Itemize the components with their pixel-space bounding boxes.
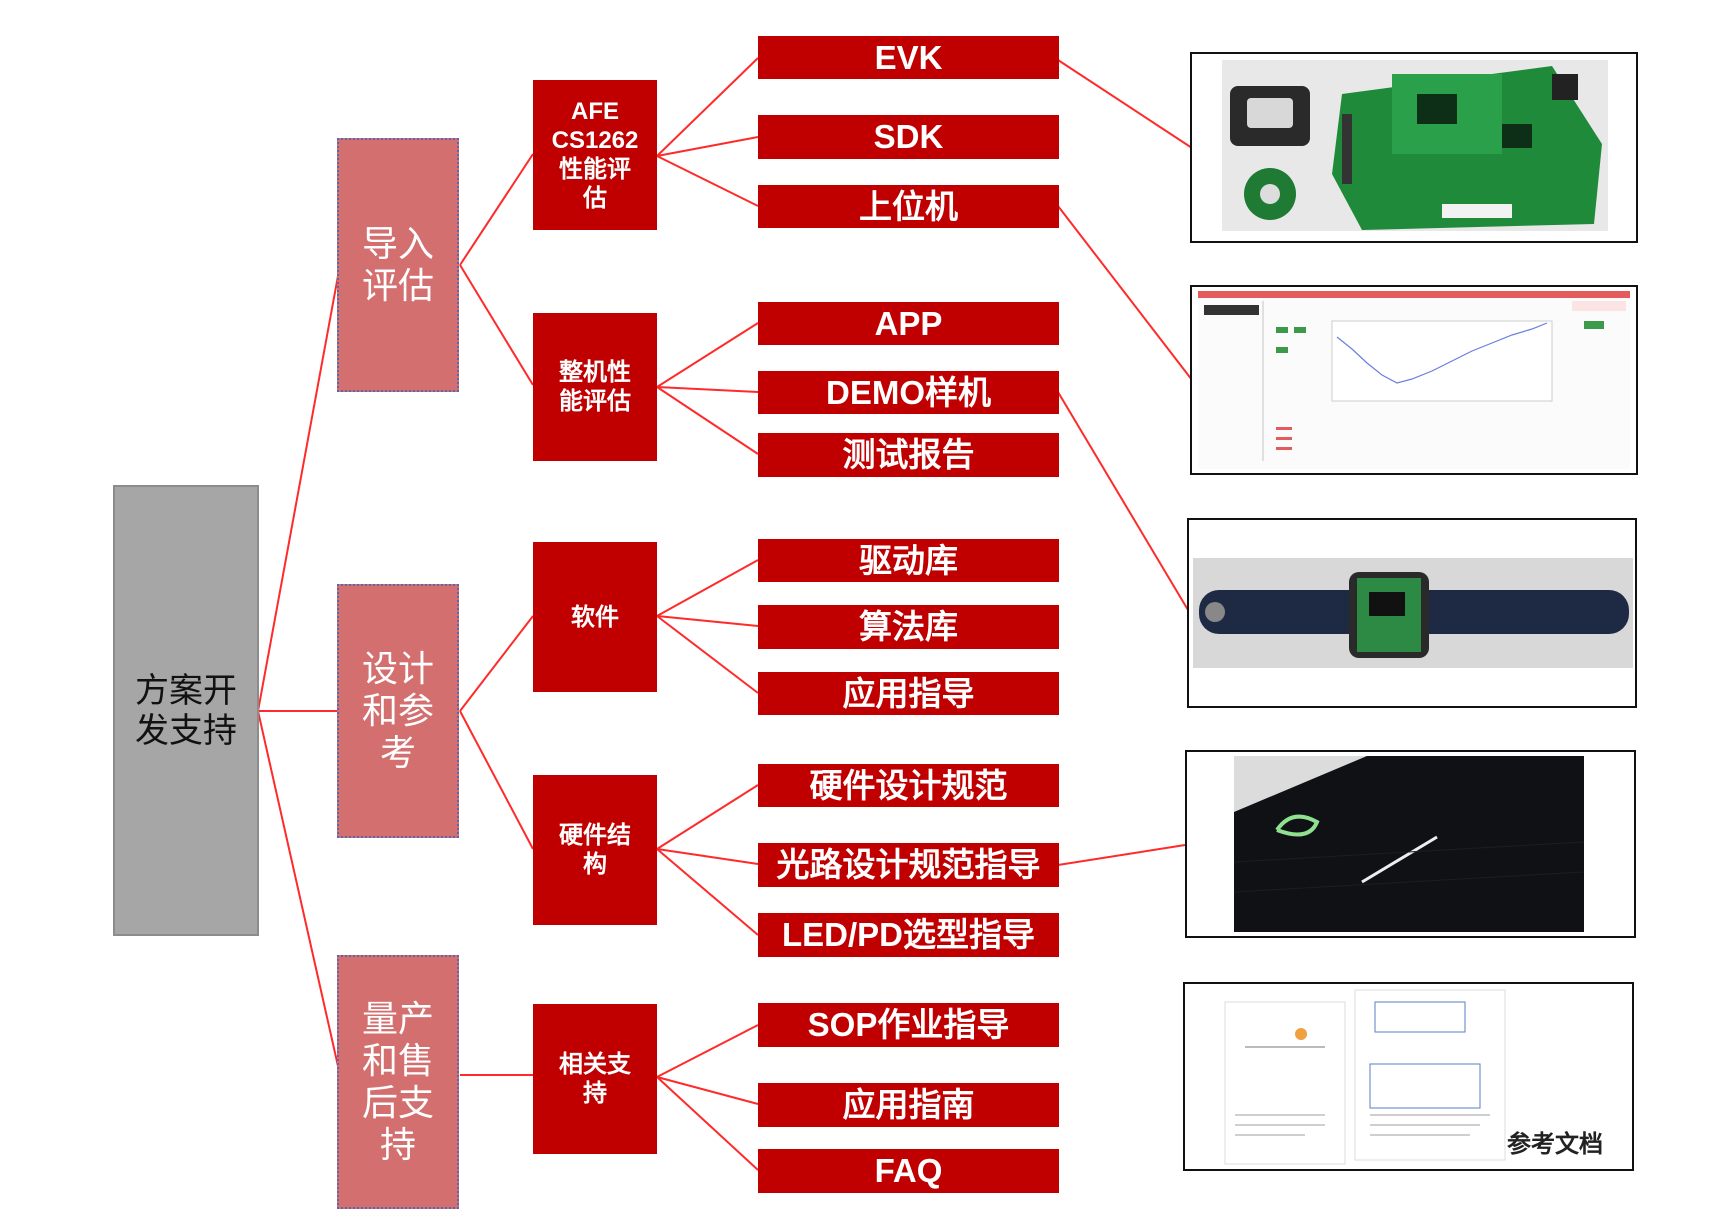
connector-grp1-evk xyxy=(656,57,759,157)
root-node: 方案开 发支持 xyxy=(113,485,259,936)
leaf-application-guide: 应用指导 xyxy=(758,672,1059,715)
connector-grp2-app xyxy=(656,322,759,388)
connector-cat2-grp4 xyxy=(459,710,534,850)
connector-grp1-sdk xyxy=(656,136,759,157)
connector-grp2-report xyxy=(656,386,759,455)
leaf-hardware-design-spec: 硬件设计规范 xyxy=(758,764,1059,807)
connector-grp3-driver xyxy=(656,559,759,617)
group-related-support: 相关支 持 xyxy=(533,1004,657,1154)
leaf-algorithm-library: 算法库 xyxy=(758,605,1059,649)
leaf-test-report: 测试报告 xyxy=(758,433,1059,477)
connector-host-image xyxy=(1057,205,1193,381)
leaf-driver-library: 驱动库 xyxy=(758,539,1059,582)
group-hardware-structure: 硬件结 构 xyxy=(533,775,657,925)
leaf-led-pd-selection-guide: LED/PD选型指导 xyxy=(758,913,1059,957)
demo-watch-image-frame xyxy=(1187,518,1637,708)
leaf-demo-prototype: DEMO样机 xyxy=(758,371,1059,414)
leaf-optical-design-guide: 光路设计规范指导 xyxy=(758,843,1059,887)
optical-design-photo xyxy=(1233,756,1585,932)
connector-grp1-host xyxy=(656,155,759,207)
group-software: 软件 xyxy=(533,542,657,692)
reference-docs-image-frame: 参考文档 xyxy=(1183,982,1634,1171)
optical-design-image-frame xyxy=(1185,750,1636,938)
leaf-evk: EVK xyxy=(758,36,1059,79)
connector-demo-image xyxy=(1057,391,1189,611)
host-software-screenshot xyxy=(1198,291,1630,469)
connector-grp3-guide xyxy=(656,615,759,694)
category-production-aftersales: 量产 和售 后支 持 xyxy=(337,955,459,1209)
leaf-host-software: 上位机 xyxy=(758,185,1059,228)
connector-cat2-grp3 xyxy=(459,615,534,712)
category-design-reference: 设计 和参 考 xyxy=(337,584,459,838)
leaf-sop-guide: SOP作业指导 xyxy=(758,1003,1059,1047)
reference-docs-caption: 参考文档 xyxy=(1507,1131,1603,1158)
connector-grp4-hwspec xyxy=(656,784,759,850)
connector-optical-image xyxy=(1057,844,1186,866)
reference-docs-thumbnails xyxy=(1224,989,1506,1165)
evk-board-image-frame xyxy=(1190,52,1638,243)
connector-grp5-faq xyxy=(656,1076,759,1171)
host-software-image-frame xyxy=(1190,285,1638,475)
connector-grp5-appguide xyxy=(656,1076,759,1105)
connector-cat1-grp2 xyxy=(459,264,534,386)
group-afe-evaluation: AFE CS1262 性能评 估 xyxy=(533,80,657,230)
connector-grp3-algo xyxy=(656,615,759,627)
category-import-evaluation: 导入 评估 xyxy=(337,138,459,392)
connector-evk-image xyxy=(1057,59,1193,149)
connector-root-cat1 xyxy=(257,264,341,712)
connector-grp4-optical xyxy=(656,848,759,865)
leaf-application-notes: 应用指南 xyxy=(758,1083,1059,1127)
connector-cat1-grp1 xyxy=(459,153,534,266)
connector-grp5-sop xyxy=(656,1024,759,1078)
connector-root-cat3 xyxy=(257,710,341,1076)
group-device-evaluation: 整机性 能评估 xyxy=(533,313,657,461)
evk-board-photo xyxy=(1222,60,1608,231)
demo-watch-photo xyxy=(1193,558,1633,668)
connector-grp2-demo xyxy=(656,386,759,393)
leaf-sdk: SDK xyxy=(758,115,1059,159)
connector-grp4-ledpd xyxy=(656,848,759,936)
leaf-app: APP xyxy=(758,302,1059,345)
leaf-faq: FAQ xyxy=(758,1149,1059,1193)
